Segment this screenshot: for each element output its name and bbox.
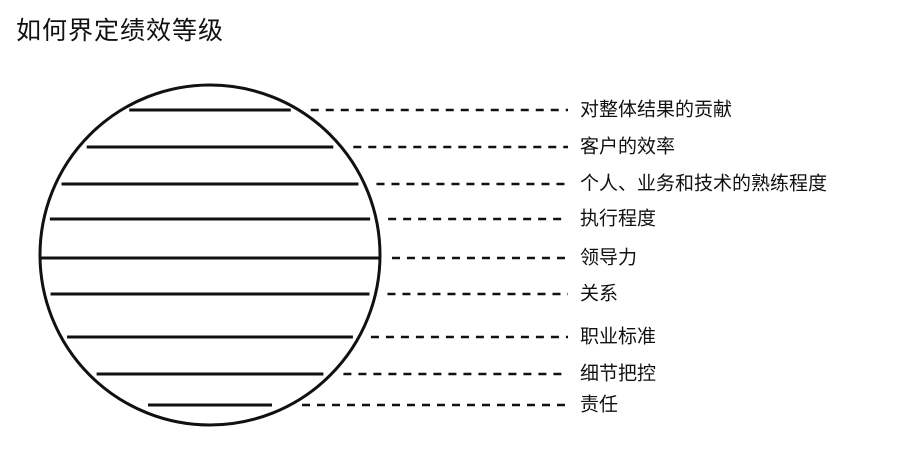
level-label: 细节把控 xyxy=(580,363,656,385)
level-label: 领导力 xyxy=(580,247,637,269)
level-label: 个人、业务和技术的熟练程度 xyxy=(580,173,827,195)
page-title: 如何界定绩效等级 xyxy=(16,16,225,45)
level-label: 对整体结果的贡献 xyxy=(580,99,732,121)
outline-circle xyxy=(38,83,382,427)
level-label: 客户的效率 xyxy=(580,136,675,158)
level-label: 职业标准 xyxy=(580,326,656,348)
level-label: 责任 xyxy=(580,394,618,416)
level-label: 执行程度 xyxy=(580,208,656,230)
level-label: 关系 xyxy=(580,283,618,305)
